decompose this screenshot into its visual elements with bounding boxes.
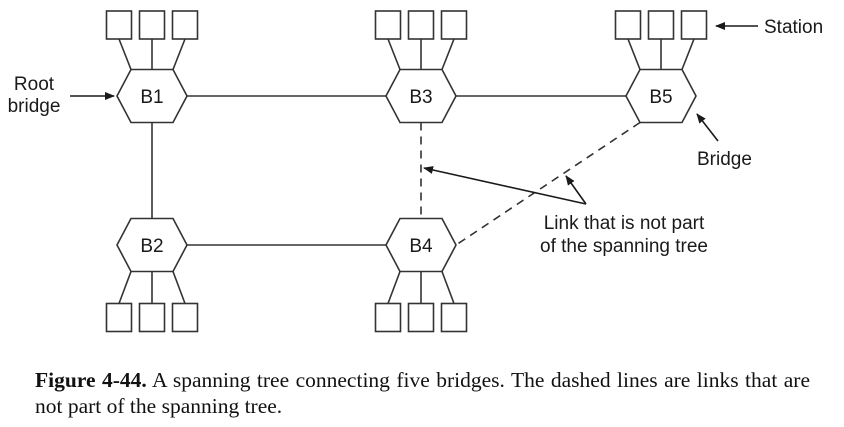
station-icon	[680, 10, 708, 40]
station-wire	[172, 271, 186, 304]
station-icon	[614, 10, 642, 40]
bridge-hexagon-icon	[116, 217, 188, 273]
bridge-b3: B3	[374, 10, 468, 124]
station-wire	[681, 38, 695, 70]
figure-caption-text: A spanning tree connecting five bridges.…	[35, 368, 810, 418]
non-tree-link-arrow-to-b3b4-icon	[423, 166, 587, 205]
bridge-arrow-icon	[696, 113, 719, 142]
non-tree-link-arrow-to-b5b4-icon	[565, 175, 587, 205]
station-annotation: Station	[715, 17, 823, 38]
station-icon	[138, 302, 166, 333]
station-icon	[105, 10, 133, 40]
bridge-label: B5	[649, 87, 672, 108]
station-icon	[105, 302, 133, 333]
station-icon	[374, 10, 402, 40]
bridge-annotation: Bridge	[696, 113, 752, 170]
non-tree-link-label-line1: Link that is not part	[544, 213, 705, 234]
bridge-label: B2	[140, 236, 163, 257]
station-wire	[387, 38, 401, 70]
station-icon	[374, 302, 402, 333]
station-icon	[440, 10, 468, 40]
bridge-label: B4	[409, 236, 433, 257]
bridge-label: B3	[409, 87, 432, 108]
bridge-b2: B2	[105, 217, 199, 333]
station-icon	[407, 302, 435, 333]
station-wire	[118, 38, 132, 70]
bridge-b4: B4	[374, 217, 468, 333]
root-bridge-label-line2: bridge	[8, 96, 61, 117]
station-wire	[387, 271, 401, 304]
station-icon	[647, 10, 675, 40]
bridge-b5: B5	[614, 10, 708, 124]
figure-number: Figure 4-44.	[35, 368, 147, 392]
station-icon	[138, 10, 166, 40]
bridge-hexagon-icon	[385, 217, 457, 273]
bridge-hexagon-icon	[385, 68, 457, 124]
station-icon	[440, 302, 468, 333]
non-spanning-tree-link	[455, 121, 641, 246]
station-icon	[407, 10, 435, 40]
station-label: Station	[764, 17, 823, 38]
bridge-label: Bridge	[697, 149, 752, 170]
station-wire	[441, 38, 455, 70]
station-icon	[171, 302, 199, 333]
station-wire	[627, 38, 641, 70]
root-bridge-annotation: Root bridge	[8, 74, 115, 117]
non-tree-link-label-line2: of the spanning tree	[540, 236, 708, 257]
bridge-b1: B1	[105, 10, 199, 124]
figure-caption: Figure 4-44. A spanning tree connecting …	[35, 367, 810, 419]
bridge-hexagon-icon	[625, 68, 697, 124]
bridge-label: B1	[140, 87, 163, 108]
root-bridge-label-line1: Root	[14, 74, 55, 95]
station-wire	[441, 271, 455, 304]
station-icon	[171, 10, 199, 40]
non-tree-link-annotation: Link that is not part of the spanning tr…	[423, 166, 708, 257]
station-wire	[172, 38, 186, 70]
bridge-hexagon-icon	[116, 68, 188, 124]
station-wire	[118, 271, 132, 304]
